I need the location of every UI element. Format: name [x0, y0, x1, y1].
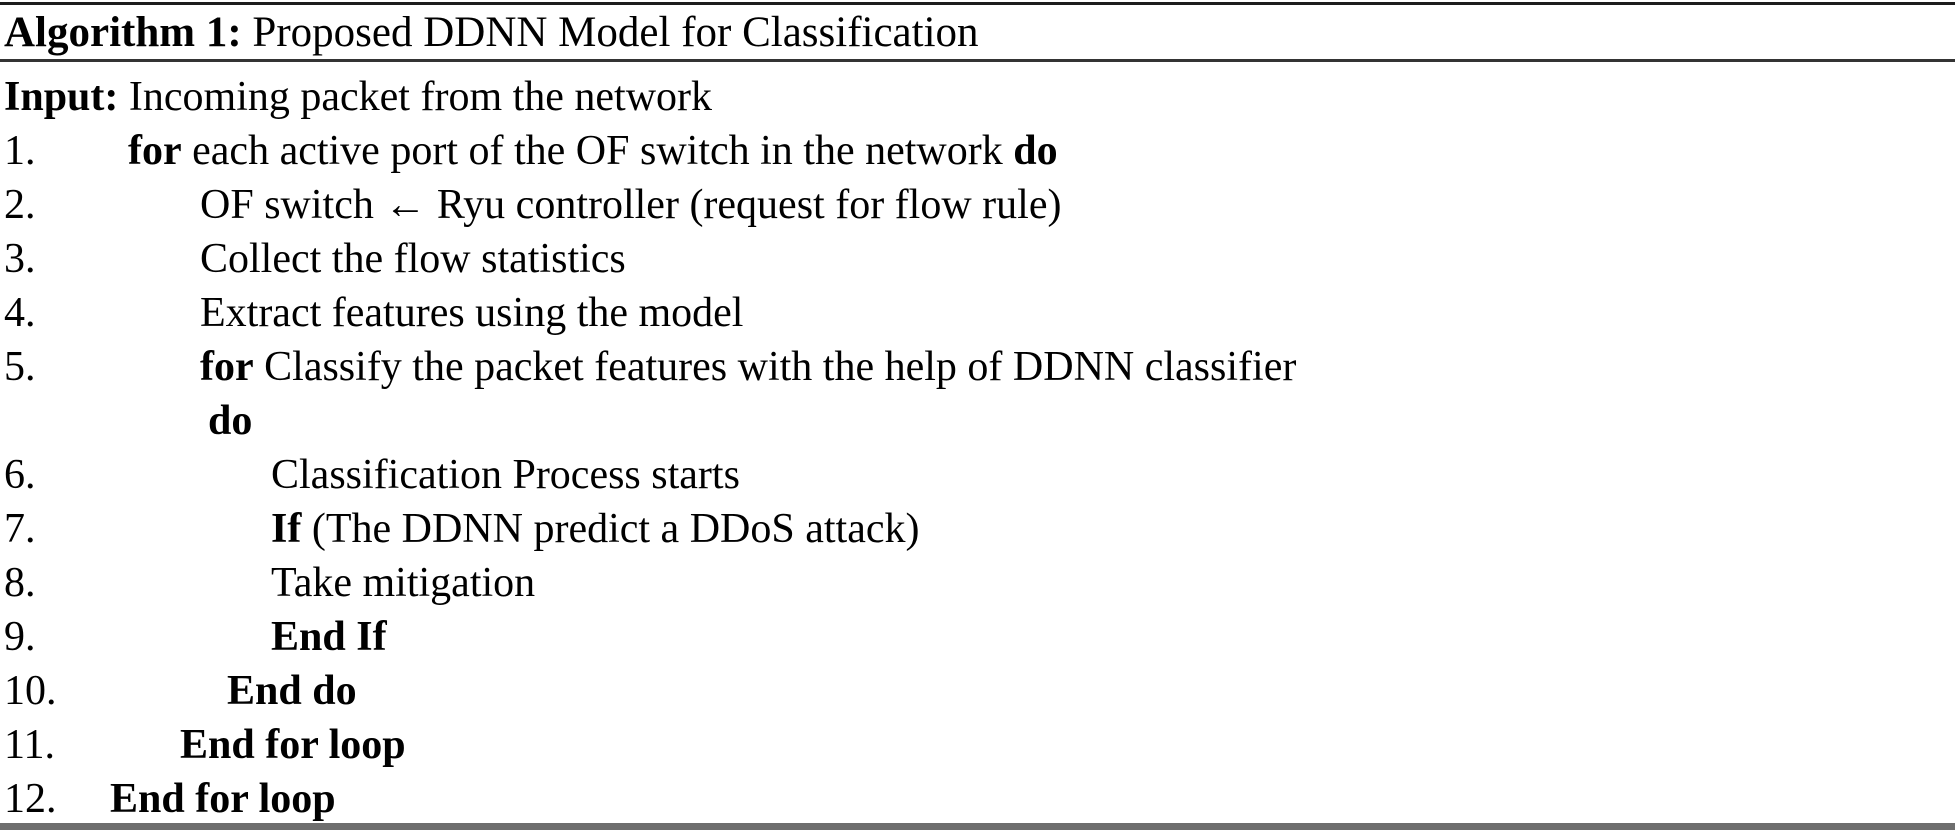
step-number: 11.: [4, 722, 55, 768]
algorithm-step-5-continuation: do: [0, 394, 1955, 448]
algorithm-title-text: Proposed DDNN Model for Classification: [241, 9, 979, 56]
step-number: 10.: [4, 668, 57, 714]
step-text: OF switch ← Ryu controller (request for …: [200, 182, 1062, 228]
algorithm-step-1: 1. for each active port of the OF switch …: [0, 124, 1955, 178]
top-rule: [0, 2, 1955, 5]
step-text: Extract features using the model: [200, 290, 744, 336]
step-number: 6.: [4, 452, 36, 498]
end-for-keyword: End for loop: [110, 776, 336, 822]
end-if-keyword: End If: [271, 614, 387, 660]
step-text: Classification Process starts: [271, 452, 740, 498]
algorithm-input-line: Input: Incoming packet from the network: [0, 70, 1955, 124]
end-for-keyword: End for loop: [180, 722, 406, 768]
algorithm-step-12: 12. End for loop: [0, 772, 1955, 826]
step-number: 2.: [4, 182, 36, 228]
algorithm-step-11: 11. End for loop: [0, 718, 1955, 772]
algorithm-body: Input: Incoming packet from the network …: [0, 70, 1955, 826]
step-text: (The DDNN predict a DDoS attack): [301, 506, 920, 552]
algorithm-step-9: 9. End If: [0, 610, 1955, 664]
algorithm-step-2: 2. OF switch ← Ryu controller (request fo…: [0, 178, 1955, 232]
step-number: 1.: [4, 128, 36, 174]
algorithm-step-4: 4. Extract features using the model: [0, 286, 1955, 340]
step-number: 3.: [4, 236, 36, 282]
step-keyword: for: [200, 344, 254, 390]
step-number: 12.: [4, 776, 57, 822]
step-number: 7.: [4, 506, 36, 552]
step-text: Classify the packet features with the he…: [253, 344, 1297, 390]
algorithm-step-7: 7. If (The DDNN predict a DDoS attack): [0, 502, 1955, 556]
step-text: Incoming packet from the network: [118, 74, 713, 120]
step-text: Collect the flow statistics: [200, 236, 626, 282]
step-keyword-suffix: do: [1013, 128, 1058, 174]
algorithm-step-8: 8. Take mitigation: [0, 556, 1955, 610]
step-text: each active port of the OF switch in the…: [181, 128, 1014, 174]
step-number: 5.: [4, 344, 36, 390]
if-keyword: If: [271, 506, 302, 552]
step-keyword: for: [128, 128, 182, 174]
bottom-rule: [0, 823, 1955, 830]
algorithm-step-3: 3. Collect the flow statistics: [0, 232, 1955, 286]
input-keyword: Input:: [4, 74, 119, 120]
algorithm-step-6: 6. Classification Process starts: [0, 448, 1955, 502]
step-number: 4.: [4, 290, 36, 336]
do-keyword: do: [208, 398, 253, 444]
algorithm-title: Algorithm 1: Proposed DDNN Model for Cla…: [4, 7, 979, 59]
algorithm-title-label: Algorithm 1:: [4, 9, 242, 56]
step-number: 8.: [4, 560, 36, 606]
title-divider-rule: [0, 59, 1955, 62]
end-do-keyword: End do: [227, 668, 357, 714]
step-number: 9.: [4, 614, 36, 660]
step-text: Take mitigation: [271, 560, 536, 606]
algorithm-step-5: 5. for Classify the packet features with …: [0, 340, 1955, 394]
algorithm-step-10: 10. End do: [0, 664, 1955, 718]
